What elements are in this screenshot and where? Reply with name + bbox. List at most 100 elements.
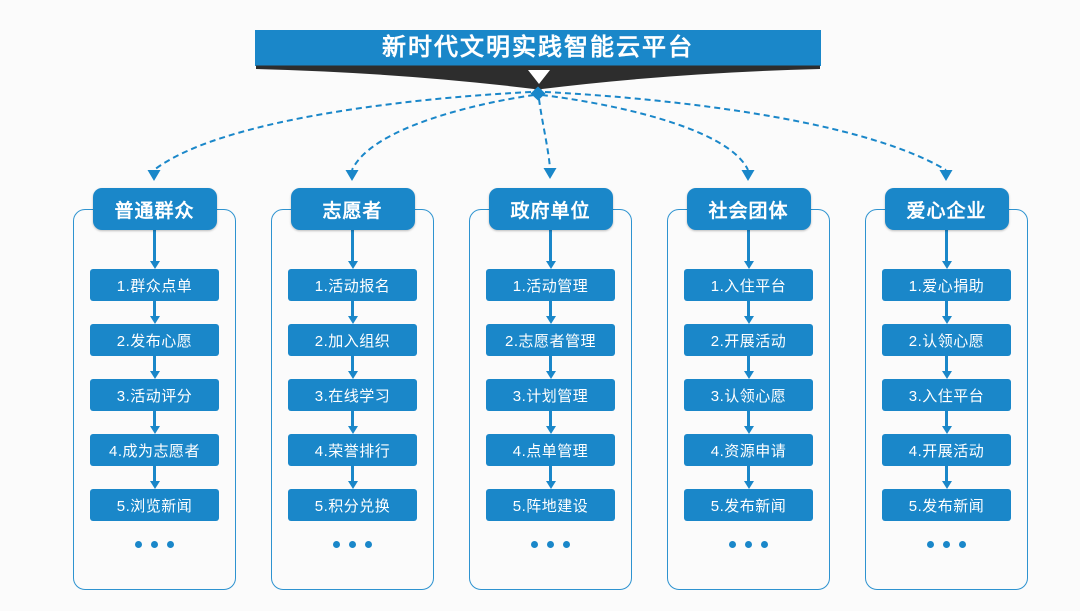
arrow-head [347,481,358,489]
step-unit: 5.积分兑换 [288,466,417,521]
arrow-head [941,481,952,489]
connector-to-volunteer [351,94,535,171]
arrow-shaft [945,411,948,426]
arrow-shaft [945,301,948,316]
more-steps-indicator: ... [666,541,831,548]
step-unit: 3.计划管理 [486,356,615,411]
arrow-head [743,316,754,324]
dot-icon [745,541,752,548]
arrow-shaft [153,356,156,371]
step-box: 5.发布新闻 [882,489,1011,521]
column-header-government: 政府单位 [488,188,613,230]
step-box: 5.发布新闻 [684,489,813,521]
step-unit: 3.认领心愿 [684,356,813,411]
arrow-head [347,371,358,379]
arrow-head [149,481,160,489]
role-column-enterprise: 爱心企业 1.爱心捐助 2.认领心愿 3.入住平台 [864,188,1029,590]
step-unit: 1.群众点单 [90,230,219,301]
step-box: 1.爱心捐助 [882,269,1011,301]
more-steps-indicator: ... [72,541,237,548]
down-arrow-icon [941,301,952,324]
arrow-shaft [549,356,552,371]
arrow-shaft [747,411,750,426]
step-box: 5.阵地建设 [486,489,615,521]
down-arrow-icon [347,466,358,489]
arrow-head [743,426,754,434]
banner-ribbon-tail [256,65,820,92]
more-steps-indicator: ... [468,541,633,548]
step-box: 3.在线学习 [288,379,417,411]
arrow-head [545,426,556,434]
dot-icon [761,541,768,548]
step-unit: 2.志愿者管理 [486,301,615,356]
arrow-shaft [549,466,552,481]
arrowhead-government [543,168,557,179]
dot-icon [943,541,950,548]
column-header-volunteer: 志愿者 [290,188,415,230]
role-column-public: 普通群众 1.群众点单 2.发布心愿 3.活动评分 [72,188,237,590]
down-arrow-icon [743,301,754,324]
step-unit: 2.认领心愿 [882,301,1011,356]
fan-origin-node [530,86,546,101]
step-unit: 4.荣誉排行 [288,411,417,466]
connector-to-enterprise [544,91,947,171]
arrow-shaft [549,230,552,261]
arrow-head [545,371,556,379]
more-steps-indicator: ... [270,541,435,548]
down-arrow-icon [149,356,160,379]
arrow-head [347,316,358,324]
arrow-shaft [747,356,750,371]
arrowhead-public [147,170,161,181]
arrow-shaft [945,230,948,261]
step-box: 3.活动评分 [90,379,219,411]
step-box: 2.开展活动 [684,324,813,356]
dot-icon [349,541,356,548]
step-box: 4.资源申请 [684,434,813,466]
arrow-shaft [549,411,552,426]
dot-icon [135,541,142,548]
down-arrow-icon [743,230,754,269]
down-arrow-icon [941,466,952,489]
down-arrow-icon [743,466,754,489]
step-unit: 2.开展活动 [684,301,813,356]
step-unit: 5.发布新闻 [684,466,813,521]
column-steps: 1.爱心捐助 2.认领心愿 3.入住平台 4.开展活动 [864,230,1029,521]
arrow-head [743,261,754,269]
down-arrow-icon [545,230,556,269]
arrow-head [941,426,952,434]
platform-title-banner: 新时代文明实践智能云平台 [255,30,821,66]
step-unit: 1.活动管理 [486,230,615,301]
down-arrow-icon [149,230,160,269]
step-box: 4.开展活动 [882,434,1011,466]
arrow-shaft [153,230,156,261]
step-box: 1.活动报名 [288,269,417,301]
column-steps: 1.活动管理 2.志愿者管理 3.计划管理 4.点单管理 [468,230,633,521]
arrow-shaft [747,230,750,261]
arrow-shaft [153,466,156,481]
arrow-head [545,481,556,489]
more-steps-indicator: ... [864,541,1029,548]
dot-icon [547,541,554,548]
arrow-shaft [351,356,354,371]
role-column-social-group: 社会团体 1.入住平台 2.开展活动 3.认领心愿 [666,188,831,590]
step-box: 3.计划管理 [486,379,615,411]
down-arrow-icon [149,466,160,489]
step-box: 2.发布心愿 [90,324,219,356]
arrow-head [743,371,754,379]
dot-icon [729,541,736,548]
step-unit: 4.点单管理 [486,411,615,466]
arrowhead-volunteer [345,170,359,181]
down-arrow-icon [545,466,556,489]
step-box: 4.荣誉排行 [288,434,417,466]
down-arrow-icon [941,230,952,269]
down-arrow-icon [149,411,160,434]
step-unit: 1.爱心捐助 [882,230,1011,301]
step-unit: 5.发布新闻 [882,466,1011,521]
column-steps: 1.活动报名 2.加入组织 3.在线学习 4.荣誉排行 [270,230,435,521]
column-steps: 1.入住平台 2.开展活动 3.认领心愿 4.资源申请 [666,230,831,521]
role-column-government: 政府单位 1.活动管理 2.志愿者管理 3.计划管 [468,188,633,590]
step-unit: 1.活动报名 [288,230,417,301]
arrow-shaft [747,301,750,316]
dot-icon [333,541,340,548]
arrow-shaft [351,411,354,426]
